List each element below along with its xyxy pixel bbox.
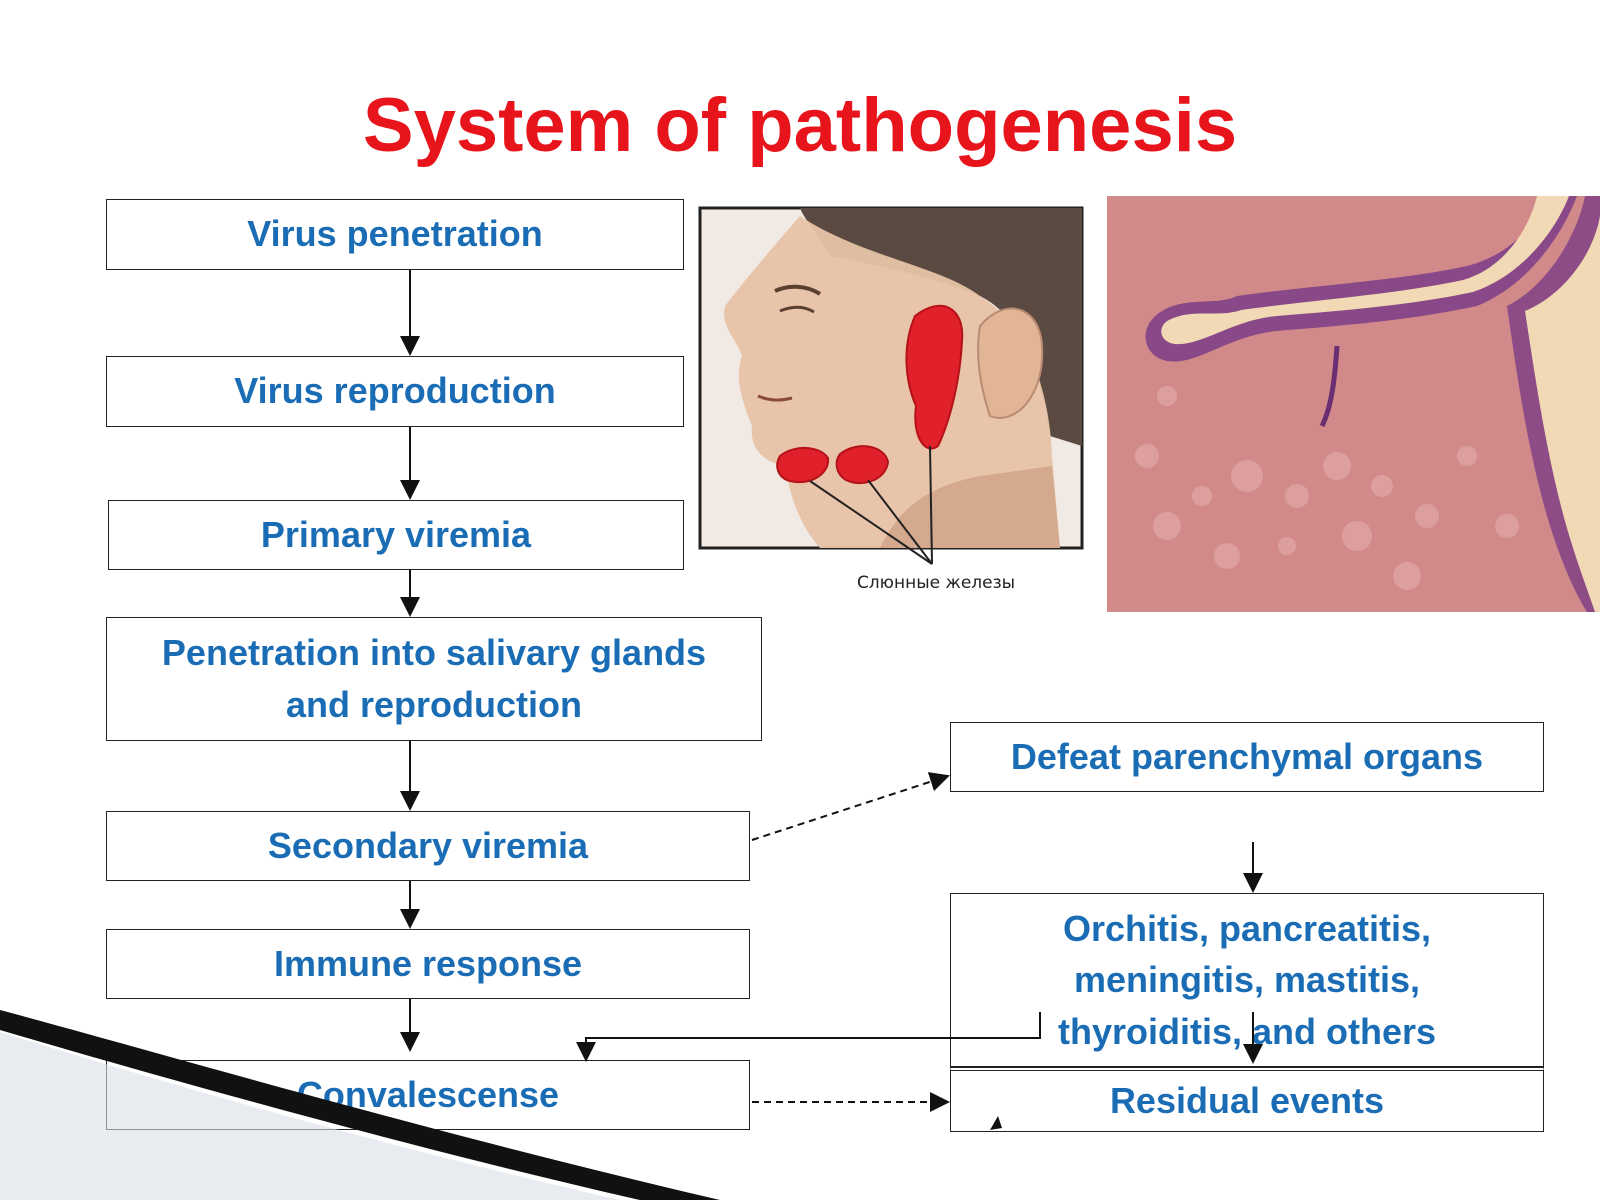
penetration-salivary-box: Penetration into salivary glands and rep… <box>106 617 762 741</box>
defeat-parenchymal-label: Defeat parenchymal organs <box>1010 735 1484 777</box>
virus-penetration-label: Virus penetration <box>247 213 543 255</box>
convalescense-box: Convalescense <box>106 1060 750 1130</box>
convalescense-label: Convalescense <box>296 1073 560 1115</box>
page-title: System of pathogenesis <box>362 83 1238 168</box>
illustration-caption: Слюнные железы <box>857 573 1015 593</box>
immune-response-label: Immune response <box>273 942 583 984</box>
virus-penetration-box: Virus penetration <box>106 199 684 270</box>
virus-reproduction-label: Virus reproduction <box>234 370 556 412</box>
salivary-glands-illustration: Слюнные железы <box>680 196 1100 606</box>
arrow-secondary-to-defeat <box>751 772 950 841</box>
secondary-viremia-label: Secondary viremia <box>267 824 589 866</box>
immune-response-box: Immune response <box>106 929 750 999</box>
secondary-viremia-box: Secondary viremia <box>106 811 750 881</box>
defeat-parenchymal-box: Defeat parenchymal organs <box>950 722 1544 792</box>
complications-line-3: thyroiditis, and others <box>1057 1010 1437 1052</box>
residual-events-box: Residual events <box>950 1067 1544 1132</box>
histology-image <box>1107 196 1600 612</box>
virus-reproduction-box: Virus reproduction <box>106 356 684 427</box>
penetration-salivary-line-2: and reproduction <box>286 684 582 725</box>
penetration-salivary-line-1: Penetration into salivary glands <box>161 631 707 673</box>
complications-line-1: Orchitis, pancreatitis, <box>1062 908 1432 950</box>
residual-events-label: Residual events <box>1109 1079 1385 1121</box>
complications-box: Orchitis, pancreatitis, meningitis, mast… <box>950 893 1544 1067</box>
primary-viremia-label: Primary viremia <box>260 513 532 555</box>
primary-viremia-box: Primary viremia <box>108 500 684 570</box>
complications-line-2: meningitis, mastitis, <box>1073 959 1421 1001</box>
